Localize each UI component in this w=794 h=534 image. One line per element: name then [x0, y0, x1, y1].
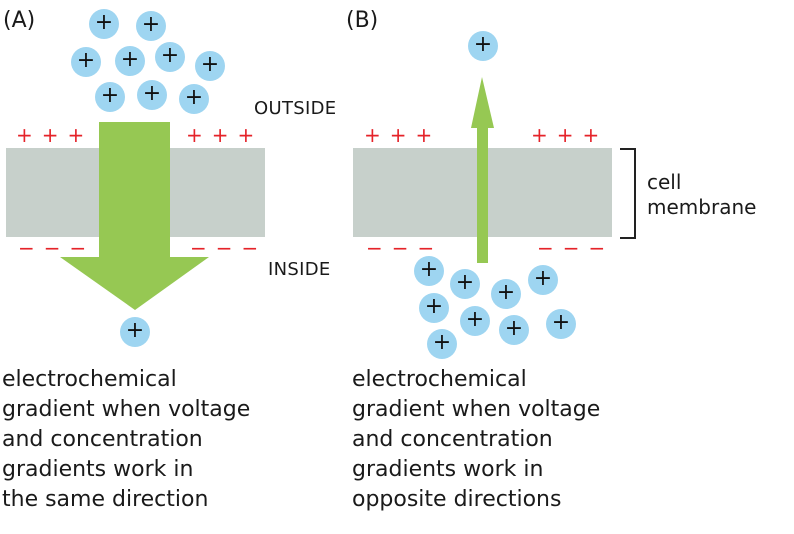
- positive-ion: +: [499, 315, 529, 345]
- positive-ion: +: [427, 329, 457, 359]
- positive-ion: +: [95, 82, 125, 112]
- membrane-bracket: [620, 148, 636, 239]
- outside-label: OUTSIDE: [254, 98, 337, 119]
- positive-ion: +: [120, 317, 150, 347]
- positive-charges: +++: [16, 123, 94, 147]
- downward-gradient-arrow: [60, 122, 209, 310]
- positive-ion: +: [137, 80, 167, 110]
- panel-a-label: (A): [3, 8, 36, 33]
- negative-charges: −−−: [537, 236, 615, 260]
- panel-b-label: (B): [346, 8, 379, 33]
- inside-label: INSIDE: [268, 259, 331, 280]
- positive-ion: +: [460, 306, 490, 336]
- negative-charges: −−−: [366, 236, 444, 260]
- cell-membrane-label: cell membrane: [647, 170, 757, 219]
- positive-ion: +: [195, 51, 225, 81]
- negative-charges: −−−: [190, 236, 268, 260]
- panel-a-caption: electrochemical gradient when voltage an…: [2, 367, 251, 512]
- positive-charges: +++: [364, 123, 442, 147]
- positive-ion: +: [528, 265, 558, 295]
- positive-ion: +: [71, 47, 101, 77]
- positive-ion: +: [155, 42, 185, 72]
- upward-arrow-shaft-overlay: [477, 148, 488, 237]
- positive-charges: +++: [531, 123, 609, 147]
- positive-ion: +: [546, 309, 576, 339]
- positive-ion: +: [450, 269, 480, 299]
- negative-charges: −−−: [18, 236, 96, 260]
- positive-ion: +: [136, 11, 166, 41]
- positive-ion: +: [115, 46, 145, 76]
- positive-ion: +: [414, 256, 444, 286]
- positive-ion: +: [419, 293, 449, 323]
- panel-b-caption: electrochemical gradient when voltage an…: [352, 367, 601, 512]
- positive-ion: +: [179, 84, 209, 114]
- positive-ion: +: [468, 31, 498, 61]
- positive-ion: +: [491, 279, 521, 309]
- positive-ion: +: [89, 9, 119, 39]
- positive-charges: +++: [186, 123, 264, 147]
